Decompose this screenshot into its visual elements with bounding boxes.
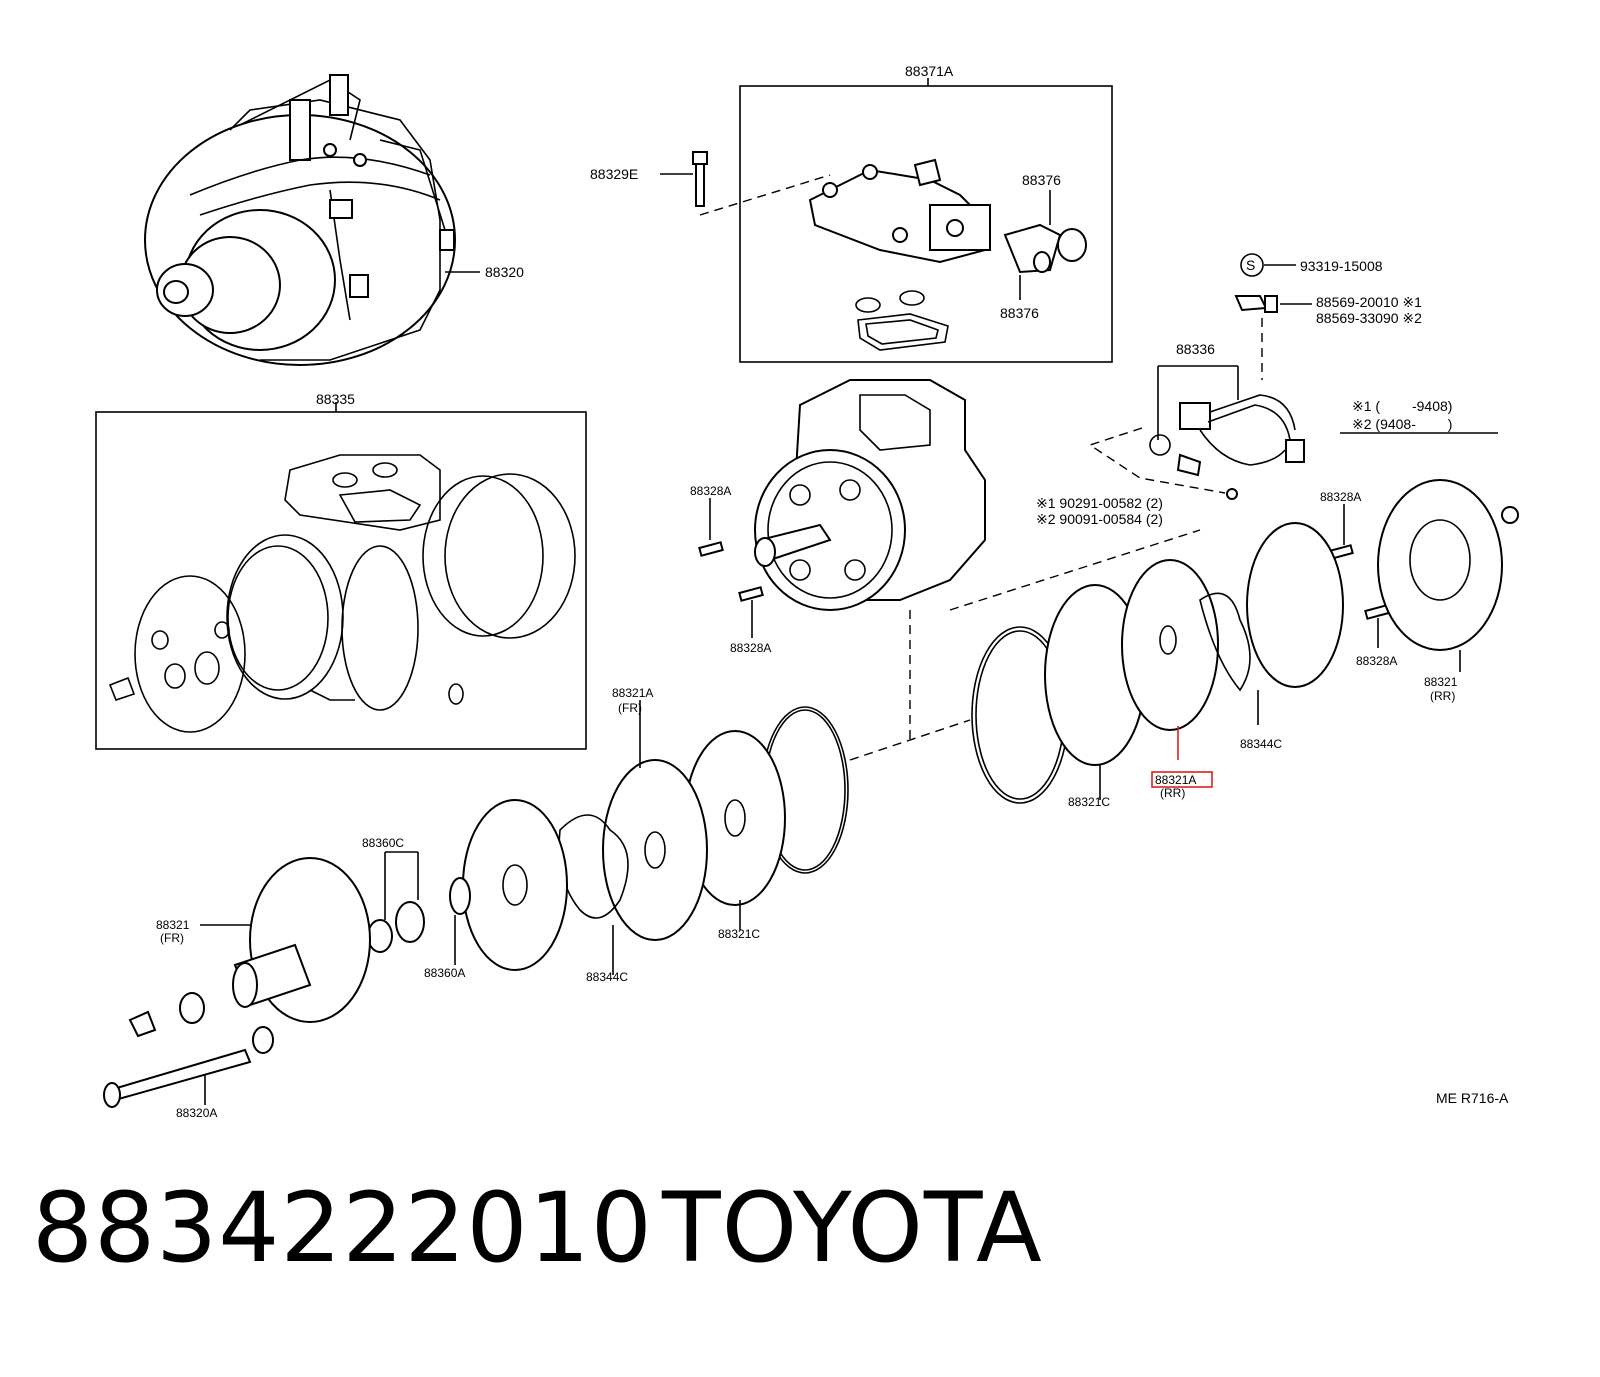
legend-note-1: ※1 ( -9408) bbox=[1352, 398, 1452, 414]
label-88321C-left: 88321C bbox=[718, 927, 760, 941]
s-symbol-text: S bbox=[1246, 257, 1255, 273]
connector-clip-drawing bbox=[1234, 295, 1278, 313]
label-88328A-c: 88328A bbox=[1320, 490, 1361, 504]
label-88320: 88320 bbox=[485, 264, 524, 280]
gasket-kit-88335-drawing bbox=[108, 454, 576, 733]
s-symbol: S bbox=[1240, 253, 1264, 277]
label-88321-rr: 88321 bbox=[1424, 675, 1458, 689]
front-plates-drawing bbox=[103, 706, 849, 1108]
drawing-reference-code: ME R716-A bbox=[1436, 1090, 1509, 1106]
label-90091-00584: ※2 90091-00584 (2) bbox=[1036, 511, 1163, 527]
highlight-box-88321A bbox=[1151, 771, 1213, 788]
group-box-88371A bbox=[739, 85, 1113, 363]
label-88329E: 88329E bbox=[590, 166, 638, 182]
label-88321C-right: 88321C bbox=[1068, 795, 1110, 809]
label-88376-top: 88376 bbox=[1022, 172, 1061, 188]
valve-body-drawing bbox=[808, 158, 1087, 351]
pin-88328A-drawing bbox=[698, 541, 1390, 620]
label-88335: 88335 bbox=[316, 391, 355, 407]
group-box-88335 bbox=[95, 411, 587, 750]
label-88376-bottom: 88376 bbox=[1000, 305, 1039, 321]
compressor-housing-drawing bbox=[754, 379, 986, 611]
label-88321A-fr: 88321A bbox=[612, 686, 653, 700]
label-88569-33090: 88569-33090 ※2 bbox=[1316, 310, 1422, 326]
label-88569-20010: 88569-20010 ※1 bbox=[1316, 294, 1422, 310]
brand-title: TOYOTA bbox=[662, 1172, 1043, 1284]
label-88321-fr: 88321 bbox=[156, 918, 190, 932]
label-88336: 88336 bbox=[1176, 341, 1215, 357]
label-88328A-b: 88328A bbox=[730, 641, 771, 655]
label-88360C: 88360C bbox=[362, 836, 404, 850]
label-93319-15008: 93319-15008 bbox=[1300, 258, 1383, 274]
label-88320A: 88320A bbox=[176, 1106, 217, 1120]
label-88321A-highlighted: 88321A bbox=[1155, 773, 1196, 787]
label-rr-2: (RR) bbox=[1160, 786, 1185, 800]
bolt-88329E-drawing bbox=[692, 151, 708, 207]
label-88360A: 88360A bbox=[424, 966, 465, 980]
label-fr-1: (FR) bbox=[618, 701, 642, 715]
label-rr: (RR) bbox=[1430, 689, 1455, 703]
label-88328A-a: 88328A bbox=[690, 484, 731, 498]
label-fr-2: (FR) bbox=[160, 931, 184, 945]
rear-plates-drawing bbox=[971, 479, 1519, 804]
wire-harness-88336-drawing bbox=[1149, 365, 1305, 500]
part-number-title: 8834222010 bbox=[32, 1172, 653, 1284]
legend-note-2: ※2 (9408- ) bbox=[1352, 416, 1452, 432]
label-88344C-left: 88344C bbox=[586, 970, 628, 984]
label-88371A: 88371A bbox=[905, 63, 954, 79]
label-88328A-d: 88328A bbox=[1356, 654, 1397, 668]
compressor-assembly-drawing bbox=[144, 74, 456, 366]
parts-exploded-diagram: S bbox=[95, 63, 1519, 1120]
label-88344C-right: 88344C bbox=[1240, 737, 1282, 751]
label-90291-00582: ※1 90291-00582 (2) bbox=[1036, 495, 1163, 511]
